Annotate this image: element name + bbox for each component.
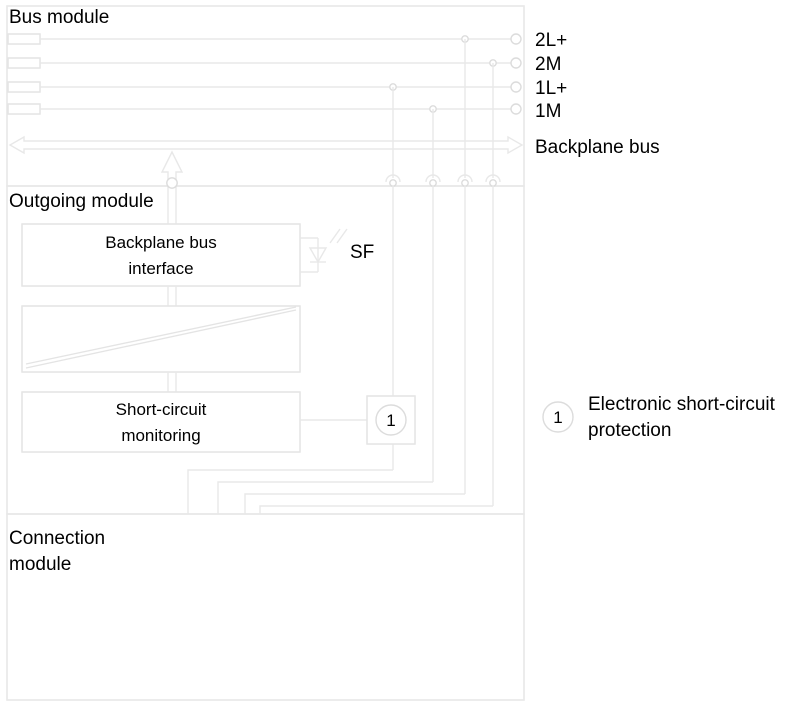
legend-marker-1: 1 [553, 408, 562, 427]
legend-item-1: 1 Electronic short-circuit protection [542, 394, 776, 441]
rail-2Lplus [7, 33, 522, 45]
terminal-block-1Lplus [7, 81, 41, 93]
backplane-interface-label-line2: interface [128, 259, 193, 278]
callout-box-1 [366, 395, 416, 445]
sf-led-symbol [300, 228, 348, 273]
outgoing-module-title: Outgoing module [9, 191, 154, 212]
connection-module-frame [6, 513, 525, 701]
rail-endpoint-2M [510, 57, 522, 69]
sf-led-label: SF [350, 242, 374, 263]
connection-module-title-line1: Connection [9, 528, 105, 549]
interface-to-switch-link [167, 286, 177, 306]
rail-drop-1M [425, 105, 441, 482]
rail-1Lplus [7, 81, 522, 93]
terminal-block-2M [7, 57, 41, 69]
short-circuit-monitoring-label-line2: monitoring [121, 426, 200, 445]
power-switch-block [21, 305, 301, 373]
bus-module-title: Bus module [9, 7, 109, 28]
legend-text-line1: Electronic short-circuit [588, 394, 776, 415]
terminal-block-1M [7, 103, 41, 115]
bus-module-frame [6, 5, 525, 187]
terminal-block-2Lplus [7, 33, 41, 45]
short-circuit-monitoring-block [21, 391, 301, 453]
rail-endpoint-1Lplus [510, 81, 522, 93]
switch-to-monitoring-link [167, 372, 177, 392]
rail-2M [7, 57, 522, 69]
rail-label-2Lplus: 2L+ [535, 30, 567, 51]
legend-marker-circle [542, 401, 574, 433]
rail-drop-2M [485, 59, 501, 506]
backplane-interface-link-arrow [160, 150, 184, 227]
outgoing-to-connection-routes [187, 469, 493, 514]
rail-drop-2Lplus [457, 35, 473, 494]
rail-label-2M: 2M [535, 54, 561, 75]
rail-label-1Lplus: 1L+ [535, 78, 567, 99]
rail-endpoint-2Lplus [510, 33, 522, 45]
short-circuit-monitoring-label-line1: Short-circuit [116, 400, 207, 419]
backplane-bus-interface-block [21, 223, 301, 287]
backplane-interface-label-line1: Backplane bus [105, 233, 217, 252]
callout-marker-1: 1 [386, 411, 395, 430]
rail-label-1M: 1M [535, 101, 561, 122]
backplane-bus-label: Backplane bus [535, 137, 660, 158]
legend-text-line2: protection [588, 420, 671, 441]
rail-1M [7, 103, 522, 115]
backplane-bus-arrow [8, 135, 524, 155]
connection-module-title-line2: module [9, 554, 71, 575]
rail-endpoint-1M [510, 103, 522, 115]
